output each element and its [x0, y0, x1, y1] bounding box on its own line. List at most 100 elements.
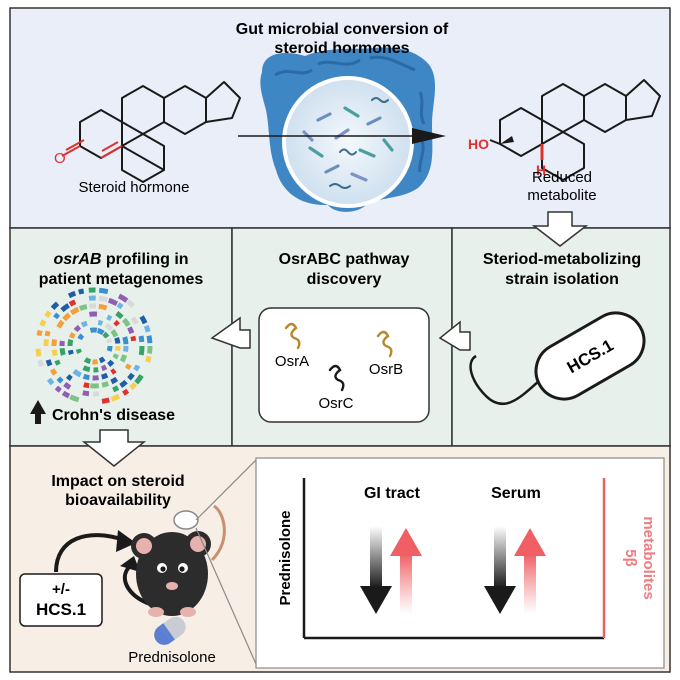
- metagenome-circos-plot: [35, 287, 153, 404]
- reduced-label-line1: Reduced: [532, 169, 592, 186]
- circos-segment: [112, 385, 120, 393]
- circos-segment: [145, 355, 152, 363]
- circos-segment: [46, 377, 55, 386]
- circos-segment: [56, 319, 65, 329]
- circos-segment: [123, 345, 129, 353]
- bacterium-illustration: [469, 311, 646, 406]
- circos-segment: [83, 357, 92, 365]
- circos-segment: [127, 326, 135, 335]
- circos-segment: [110, 368, 117, 375]
- circos-segment: [75, 348, 82, 355]
- circos-segment: [49, 368, 58, 376]
- circos-segment: [69, 394, 80, 403]
- circos-segment: [82, 373, 90, 381]
- pill-icon: [154, 616, 186, 645]
- circos-segment: [73, 324, 82, 333]
- circos-segment: [98, 295, 109, 303]
- circos-segment: [82, 365, 91, 373]
- strain-title-line1: Steriod-metabolizing: [483, 251, 641, 268]
- circos-segment: [39, 319, 47, 327]
- circos-segment: [119, 379, 128, 388]
- chart-right-label-line2: metabolites: [640, 516, 657, 599]
- circos-segment: [106, 345, 113, 352]
- circos-segment: [116, 302, 124, 310]
- serum-prednisolone-down-arrow: [484, 526, 516, 614]
- ho-label: HO: [468, 136, 489, 152]
- conversion-arrow-head: [412, 128, 446, 144]
- top-title-line1: Gut microbial conversion of: [236, 21, 449, 38]
- circos-segment: [80, 320, 88, 328]
- pathway-title-line1: OsrABC pathway: [279, 251, 410, 268]
- circos-segment: [139, 315, 148, 325]
- gene-a-label: OsrA: [275, 353, 309, 370]
- serum-metabolite-up-arrow: [514, 528, 546, 614]
- circos-segment: [124, 363, 132, 371]
- circos-segment: [43, 339, 49, 347]
- steroid-hormone-structure: [61, 81, 241, 183]
- zoom-line-top: [195, 459, 257, 521]
- chart-right-label-line1: 5β: [622, 549, 639, 567]
- circos-segment: [51, 349, 58, 357]
- circos-segment: [56, 376, 64, 384]
- steroid-hormone-label: Steroid hormone: [79, 179, 190, 196]
- circos-segment: [67, 339, 74, 347]
- circos-segment: [119, 354, 128, 363]
- circos-segment: [53, 312, 61, 320]
- circos-segment: [138, 345, 145, 356]
- circos-segment: [134, 374, 144, 385]
- circos-segment: [104, 323, 114, 332]
- circos-segment: [67, 349, 74, 356]
- pathway-title-line2: discovery: [307, 271, 382, 288]
- profiling-title-line2: patient metagenomes: [39, 271, 204, 288]
- chart-frame: [255, 457, 665, 669]
- circos-segment: [101, 381, 110, 388]
- circos-segment: [113, 319, 120, 327]
- mouse-illustration: [131, 504, 226, 617]
- circos-segment: [69, 331, 76, 339]
- circos-segment: [110, 329, 119, 338]
- circos-segment: [44, 330, 51, 337]
- circos-segment: [54, 359, 61, 366]
- circos-segment: [65, 374, 73, 381]
- circos-segment: [78, 304, 88, 311]
- circos-segment: [143, 324, 151, 333]
- circos-segment: [77, 333, 85, 341]
- circos-segment: [102, 331, 110, 339]
- flow-arrow-down-2: [81, 429, 147, 467]
- circos-segment: [68, 299, 77, 307]
- circos-segment: [112, 353, 119, 360]
- circos-segment: [129, 381, 138, 390]
- reduced-label-line2: metabolite: [527, 187, 596, 204]
- treatment-arrow: [54, 533, 125, 573]
- circos-segment: [122, 388, 130, 396]
- strain-title-line2: strain isolation: [505, 271, 619, 288]
- circos-segment: [117, 293, 129, 303]
- osrb-protein-icon: [376, 330, 393, 358]
- gi-metabolite-up-arrow: [390, 528, 422, 614]
- hydroxyl-wedge: [500, 136, 514, 144]
- circos-segment: [35, 348, 42, 357]
- circos-segment: [106, 314, 113, 322]
- flow-arrow-left-1: [438, 320, 471, 351]
- circos-segment: [98, 356, 106, 364]
- profiling-title-line1: osrAB profiling in: [53, 251, 188, 268]
- treatment-line2: HCS.1: [36, 600, 86, 619]
- circos-segment: [146, 335, 153, 344]
- drug-arrow: [122, 564, 151, 606]
- circos-segment: [107, 297, 119, 307]
- circos-segment: [72, 369, 82, 378]
- circos-segment: [122, 317, 131, 327]
- circos-segment: [133, 364, 141, 372]
- middle-left-panel: [9, 227, 233, 447]
- treatment-line1: +/-: [52, 581, 70, 598]
- drug-label: Prednisolone: [128, 649, 216, 666]
- circos-segment: [127, 372, 135, 381]
- circos-segment: [107, 359, 115, 367]
- circos-segment: [62, 312, 71, 322]
- circos-segment: [130, 335, 137, 342]
- gene-b-label: OsrB: [369, 361, 403, 378]
- circos-segment: [98, 287, 109, 295]
- treatment-arrow-head: [116, 530, 136, 552]
- circos-segment: [44, 310, 52, 318]
